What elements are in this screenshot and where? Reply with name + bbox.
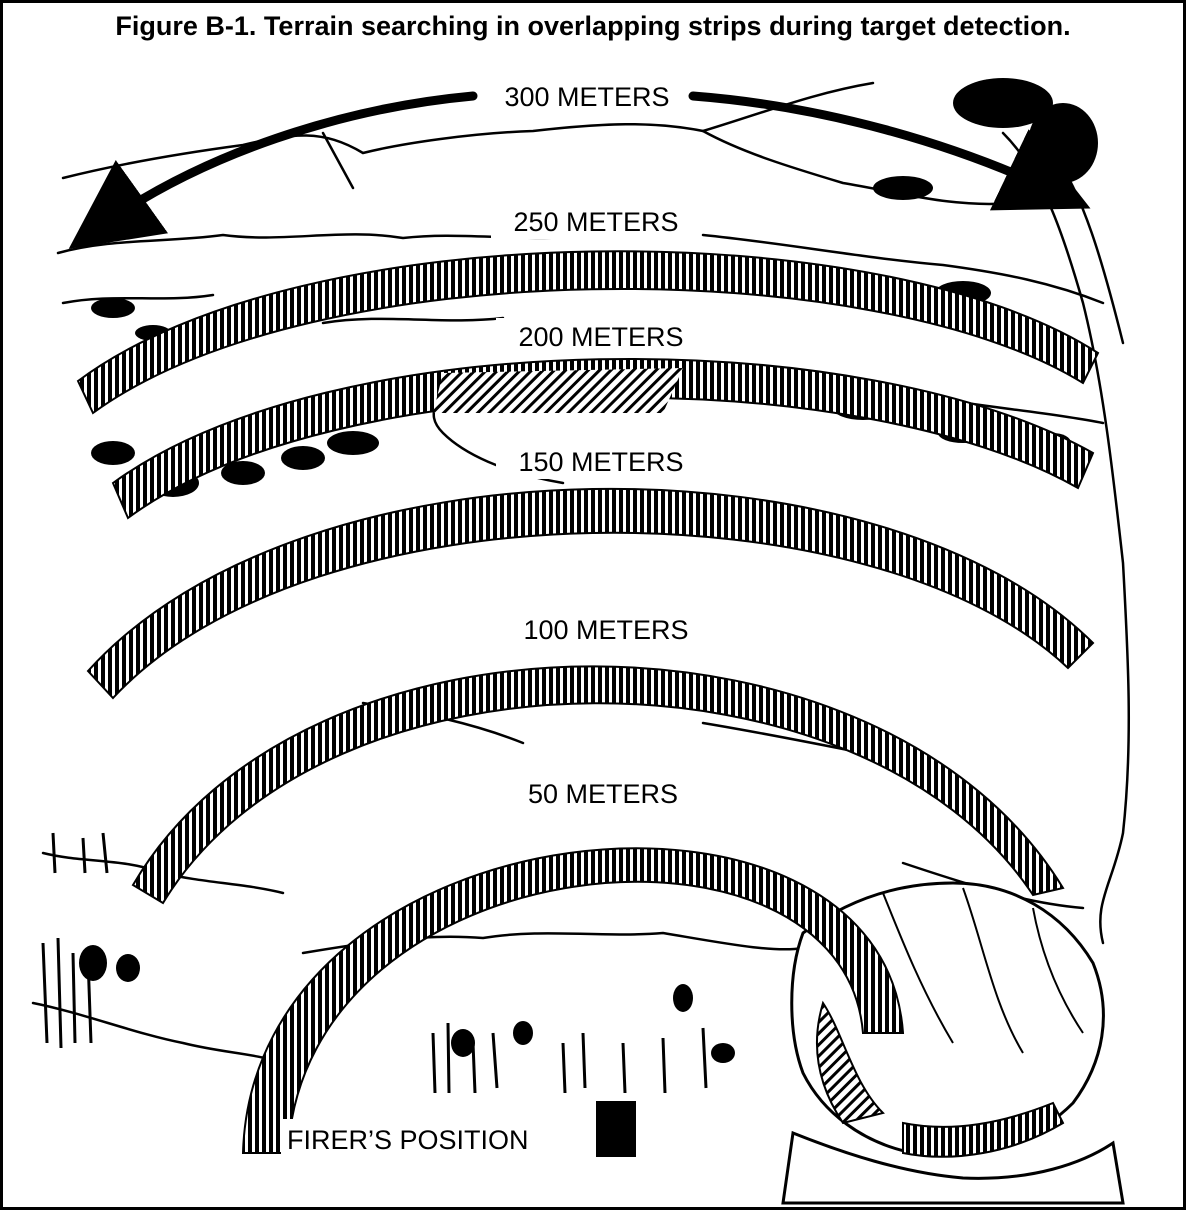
shaded-field — [433, 368, 683, 413]
grass-strokes — [41, 832, 708, 1094]
band-150-meters — [86, 487, 1095, 700]
band-200-meters — [111, 358, 1095, 520]
band-labels: 250 METERS 200 METERS 150 METERS 100 MET… — [491, 203, 711, 811]
arrow-300-meters-label: 300 METERS — [504, 82, 669, 112]
terrain-diagram: 300 METERS 250 METERS 200 METERS 150 MET… — [31, 78, 1131, 1205]
band-label-150: 150 METERS — [518, 447, 683, 477]
band-label-100: 100 METERS — [523, 615, 688, 645]
firer-position-label: FIRER’S POSITION — [287, 1125, 529, 1155]
band-100-meters — [131, 665, 1065, 905]
band-50-meters — [241, 847, 905, 1154]
firer-position-marker — [596, 1101, 636, 1157]
band-label-200: 200 METERS — [518, 322, 683, 352]
search-bands — [76, 250, 1100, 1154]
band-250-meters — [76, 250, 1100, 415]
arrow-300-meters — [68, 91, 1091, 249]
band-label-250: 250 METERS — [513, 207, 678, 237]
band-label-50: 50 METERS — [528, 779, 678, 809]
firer-label-box — [281, 1119, 581, 1159]
figure-title: Figure B-1. Terrain searching in overlap… — [115, 11, 1071, 41]
